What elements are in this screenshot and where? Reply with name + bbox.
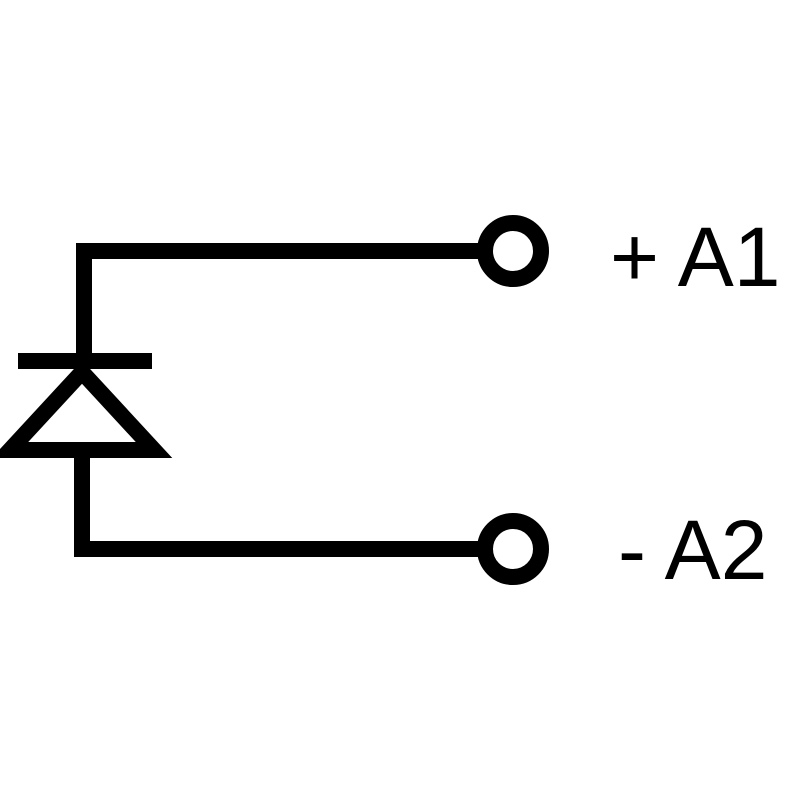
terminal-a1-label: + A1 xyxy=(610,210,781,304)
terminal-a2-circle-icon xyxy=(477,513,549,585)
terminal-a2-label: - A2 xyxy=(618,503,767,597)
terminal-a1-wire xyxy=(76,243,480,365)
terminal-a2-wire xyxy=(74,450,480,557)
terminal-a1-circle-icon xyxy=(477,215,549,287)
diode-triangle xyxy=(0,360,173,458)
